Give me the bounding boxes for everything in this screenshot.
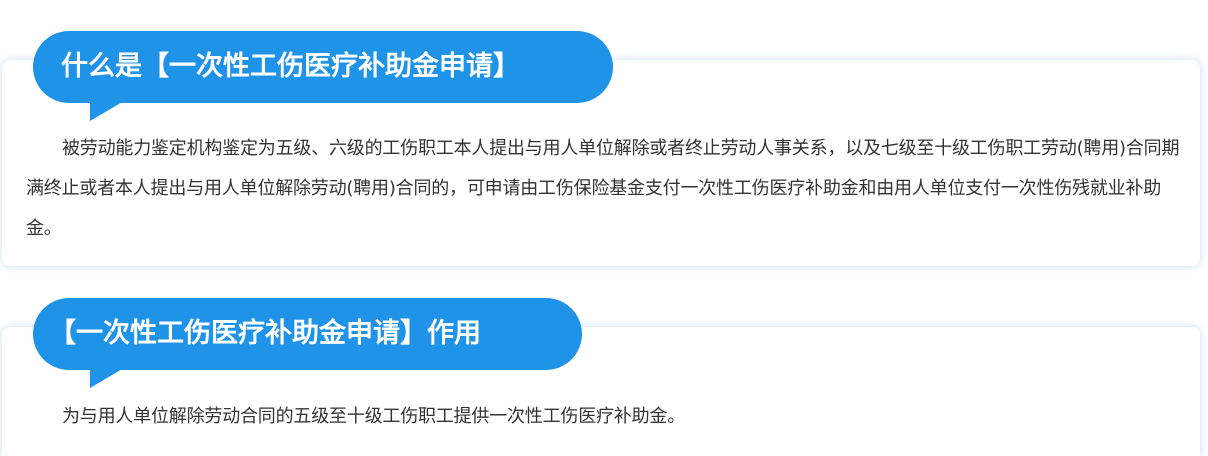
purpose-title: 【一次性工伤医疗补助金申请】作用 [33, 298, 582, 370]
purpose-title-tail [90, 368, 124, 388]
purpose-body: 为与用人单位解除劳动合同的五级至十级工伤职工提供一次性工伤医疗补助金。 [62, 406, 685, 427]
definition-body: 被劳动能力鉴定机构鉴定为五级、六级的工伤职工本人提出与用人单位解除或者终止劳动人… [26, 138, 1180, 239]
definition-title: 什么是【一次性工伤医疗补助金申请】 [33, 31, 613, 103]
definition-title-tail [90, 101, 124, 121]
